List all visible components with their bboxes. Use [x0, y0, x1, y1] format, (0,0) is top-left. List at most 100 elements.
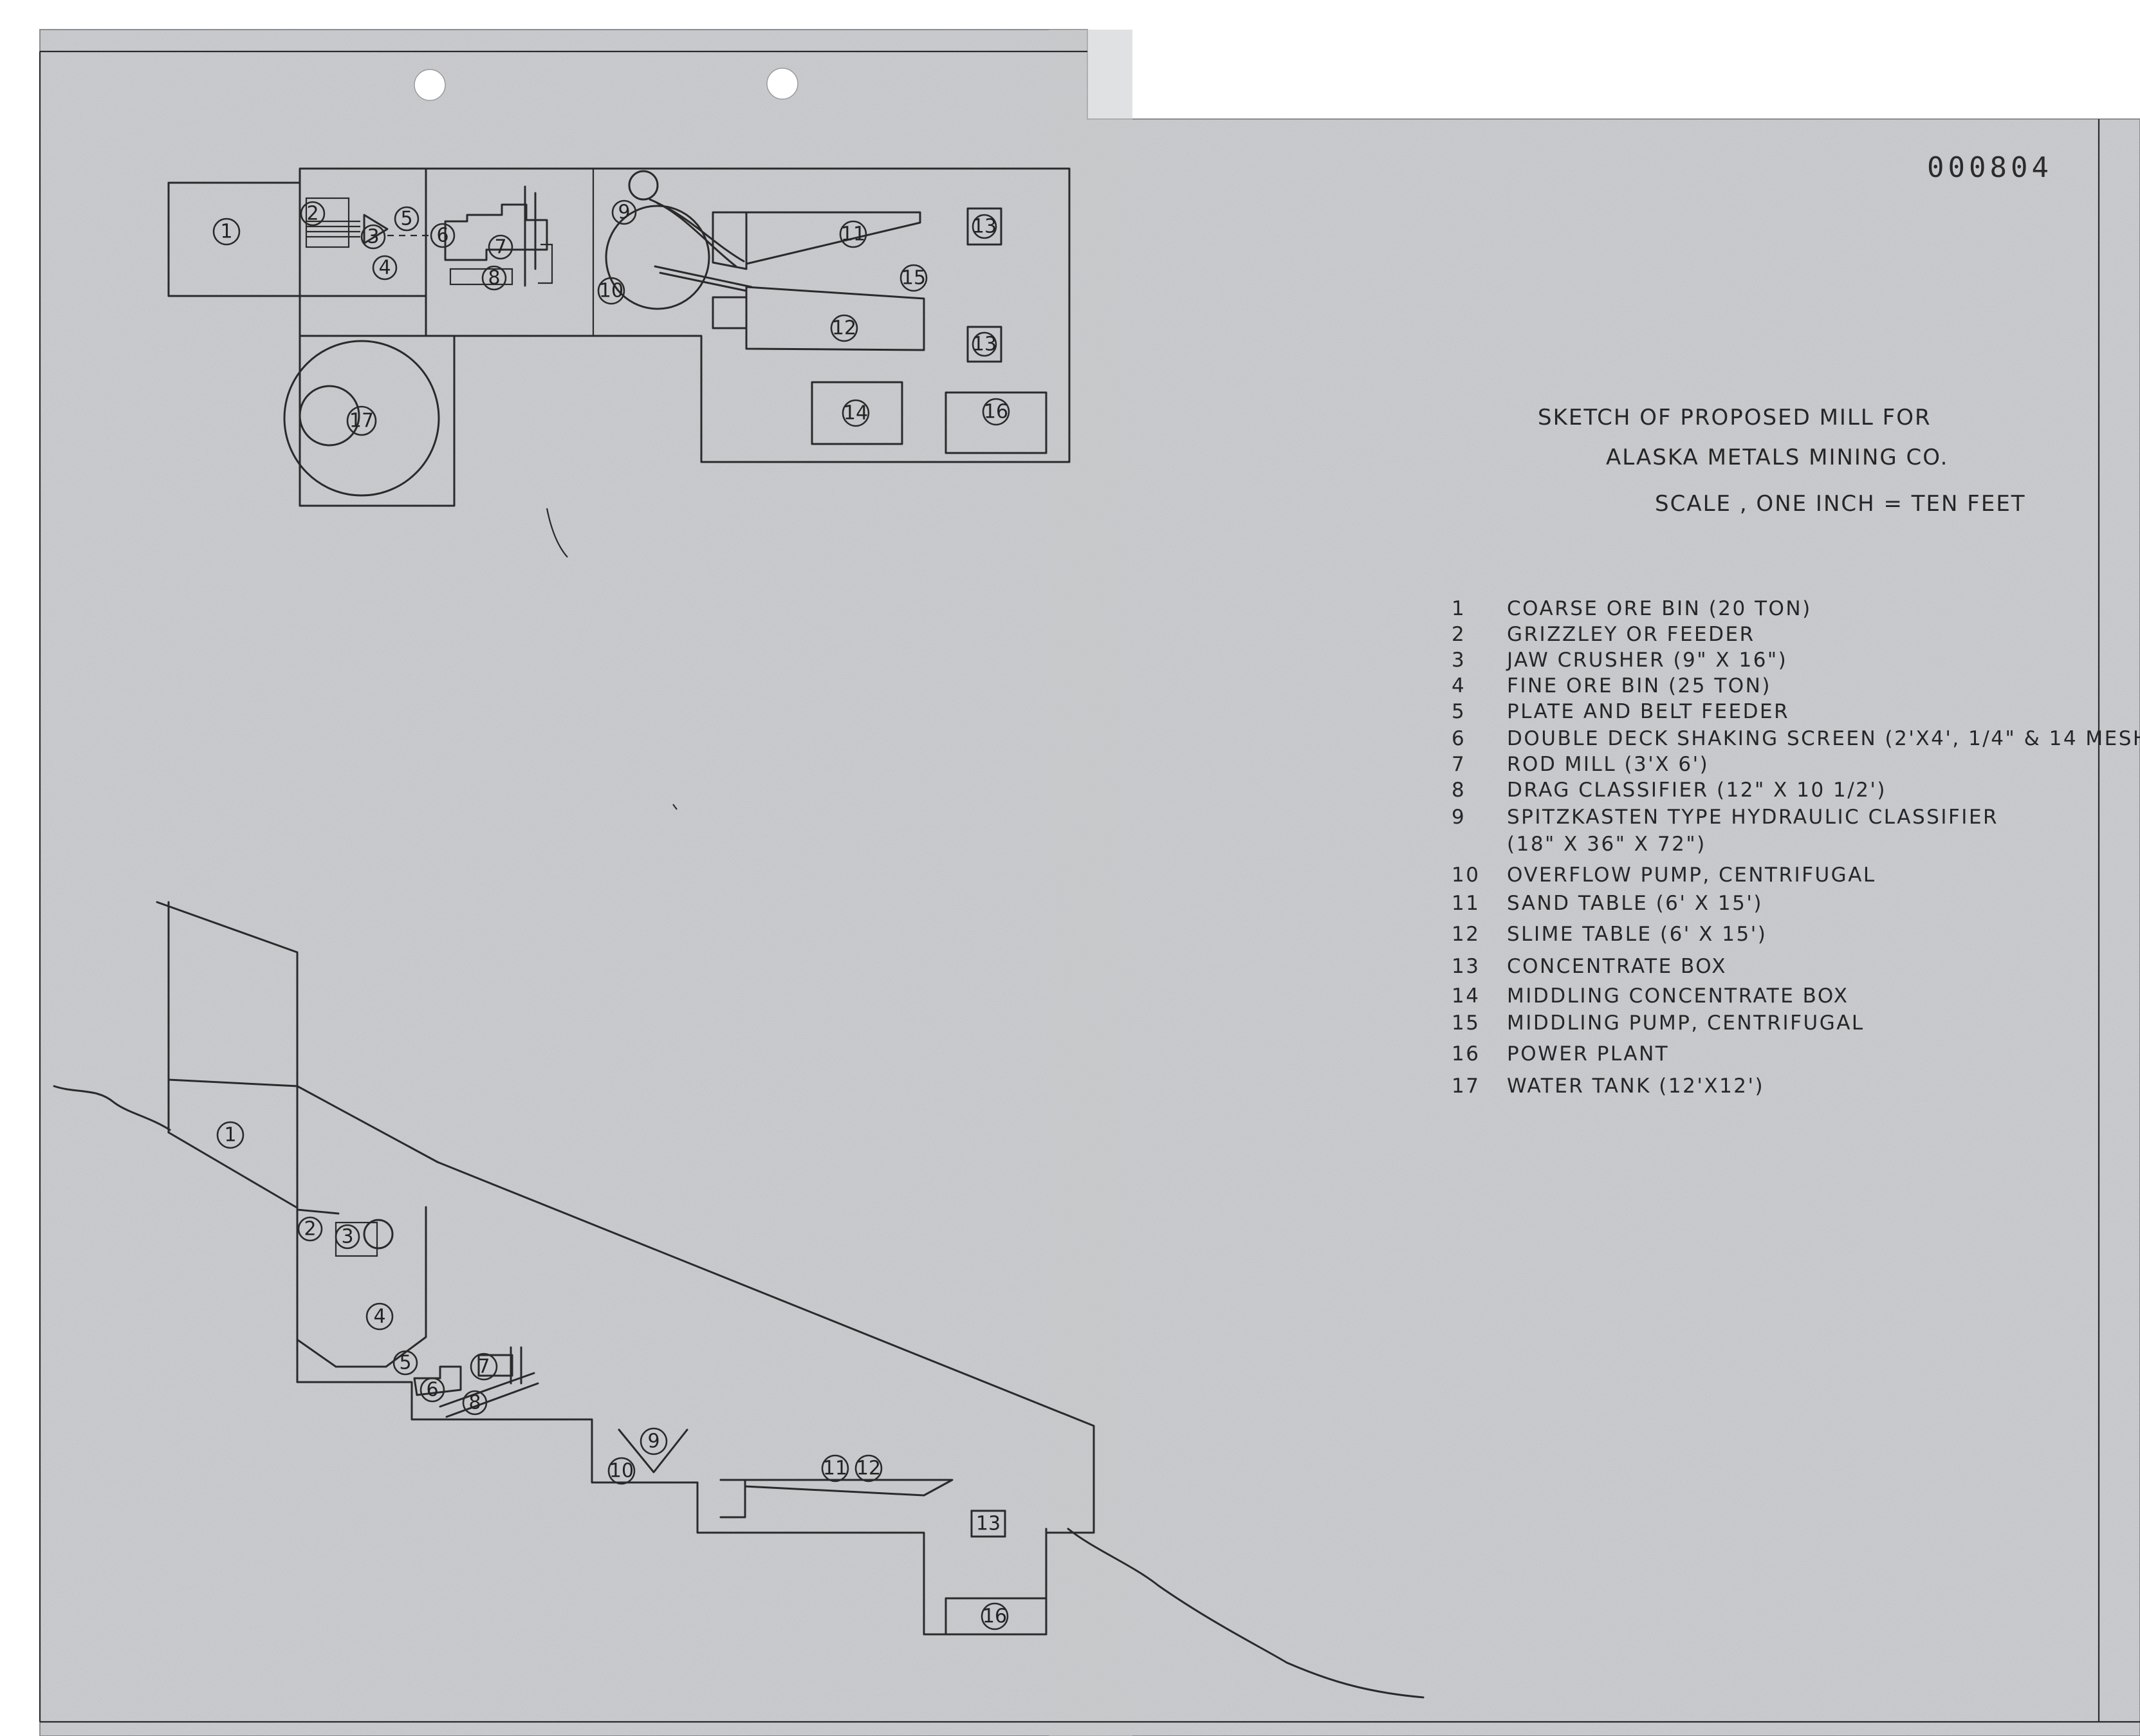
legend-number: 11 [1452, 892, 1480, 915]
legend-description: GRIZZLEY OR FEEDER [1507, 623, 1755, 646]
plan-callout-5: 5 [394, 206, 420, 232]
svg-text:7: 7 [494, 236, 506, 259]
plan-callout-17: 17 [346, 405, 377, 436]
legend-number: 9 [1452, 806, 1466, 829]
legend-description: OVERFLOW PUMP, CENTRIFUGAL [1507, 863, 1876, 887]
svg-text:5: 5 [399, 1352, 411, 1374]
legend-description: POWER PLANT [1507, 1042, 1669, 1066]
stray-mark [546, 508, 568, 558]
svg-text:16: 16 [984, 401, 1008, 423]
svg-text:4: 4 [373, 1306, 385, 1328]
svg-text:8: 8 [488, 267, 500, 290]
title-line-3: SCALE , ONE INCH = TEN FEET [1655, 491, 2026, 517]
legend-number: 14 [1452, 984, 1480, 1008]
legend-description: SLIME TABLE (6' X 15') [1507, 923, 1767, 946]
center-fold [1049, 30, 1132, 1736]
plan-callout-11: 11 [839, 220, 867, 248]
elev-callout-5: 5 [392, 1350, 418, 1376]
svg-text:2: 2 [304, 1218, 316, 1241]
legend-number: 13 [1452, 955, 1480, 978]
legend-number: 17 [1452, 1075, 1480, 1098]
plan-callout-8: 8 [481, 265, 507, 291]
plan-callout-13a: 13 [972, 214, 997, 239]
svg-text:10: 10 [599, 280, 623, 302]
svg-text:9: 9 [618, 201, 630, 224]
svg-text:1: 1 [220, 221, 232, 243]
svg-text:16: 16 [982, 1605, 1007, 1628]
plan-callout-7: 7 [488, 234, 513, 260]
legend-number: 6 [1452, 727, 1466, 750]
svg-text:7: 7 [477, 1356, 490, 1378]
svg-text:9: 9 [647, 1430, 660, 1453]
elev-callout-4: 4 [365, 1302, 394, 1331]
punch-hole-right [766, 68, 798, 100]
legend-number: 7 [1452, 753, 1466, 776]
legend-number: 5 [1452, 700, 1466, 723]
punch-hole-left [414, 69, 446, 101]
svg-text:17: 17 [349, 410, 374, 432]
elev-callout-9: 9 [640, 1427, 668, 1455]
plan-callout-9: 9 [611, 199, 637, 225]
svg-text:4: 4 [378, 257, 391, 279]
legend-description: SAND TABLE (6' X 15') [1507, 892, 1763, 915]
svg-text:12: 12 [856, 1457, 881, 1480]
elev-callout-2: 2 [297, 1216, 323, 1242]
legend-description: DOUBLE DECK SHAKING SCREEN (2'X4', 1/4" … [1507, 727, 2140, 750]
legend-description-continued: (18" X 36" X 72") [1507, 833, 1706, 856]
plan-callout-14: 14 [842, 399, 870, 427]
plan-callout-3: 3 [360, 224, 386, 250]
legend-description: MIDDLING PUMP, CENTRIFUGAL [1507, 1011, 1865, 1035]
svg-text:8: 8 [468, 1392, 481, 1414]
elev-callout-13: 13 [970, 1510, 1006, 1538]
svg-text:11: 11 [823, 1457, 847, 1480]
plan-view [167, 167, 1071, 507]
legend-description: PLATE AND BELT FEEDER [1507, 700, 1789, 723]
legend-description: SPITZKASTEN TYPE HYDRAULIC CLASSIFIER [1507, 806, 1998, 829]
svg-text:2: 2 [306, 203, 318, 225]
legend: 1 COARSE ORE BIN (20 TON) 2 GRIZZLEY OR FEE… [1452, 597, 2140, 1098]
legend-number: 3 [1452, 649, 1466, 672]
svg-text:13: 13 [972, 333, 997, 356]
svg-text:3: 3 [341, 1226, 353, 1248]
legend-number: 1 [1452, 597, 1466, 620]
legend-description: FINE ORE BIN (25 TON) [1507, 674, 1771, 697]
plan-callout-12: 12 [830, 314, 858, 342]
legend-number: 2 [1452, 623, 1466, 646]
legend-number: 4 [1452, 674, 1466, 697]
legend-description: COARSE ORE BIN (20 TON) [1507, 597, 1812, 620]
elev-callout-10: 10 [607, 1457, 636, 1485]
legend-description: ROD MILL (3'X 6') [1507, 753, 1709, 776]
svg-text:6: 6 [426, 1379, 438, 1401]
legend-description: DRAG CLASSIFIER (12" X 10 1/2') [1507, 779, 1886, 802]
elev-callout-12: 12 [854, 1454, 883, 1482]
title-block: SKETCH OF PROPOSED MILL FOR ALASKA METAL… [1538, 405, 2026, 517]
legend-description: MIDDLING CONCENTRATE BOX [1507, 984, 1849, 1008]
svg-text:3: 3 [367, 226, 379, 248]
legend-number: 16 [1452, 1042, 1480, 1066]
elev-callout-8: 8 [462, 1390, 488, 1416]
plan-callout-13b: 13 [972, 331, 997, 357]
legend-description: JAW CRUSHER (9" X 16") [1506, 649, 1787, 672]
document-number: 000804 [1927, 151, 2052, 184]
plan-callout-1: 1 [212, 217, 241, 246]
elev-callout-11: 11 [821, 1454, 849, 1482]
svg-text:14: 14 [844, 402, 868, 425]
svg-text:13: 13 [976, 1513, 1001, 1535]
svg-text:15: 15 [901, 267, 926, 290]
svg-text:13: 13 [972, 216, 997, 238]
plan-callout-16: 16 [982, 398, 1010, 426]
legend-number: 8 [1452, 779, 1466, 802]
svg-text:12: 12 [832, 317, 856, 340]
svg-text:6: 6 [436, 225, 448, 247]
elev-callout-6: 6 [420, 1377, 445, 1403]
elev-callout-7: 7 [470, 1353, 498, 1381]
plan-callout-10: 10 [597, 277, 625, 305]
title-line-1: SKETCH OF PROPOSED MILL FOR [1538, 405, 1932, 430]
elev-callout-16: 16 [981, 1602, 1009, 1630]
svg-text:1: 1 [224, 1124, 236, 1147]
plan-callout-6: 6 [430, 223, 456, 248]
legend-number: 12 [1452, 923, 1480, 946]
svg-text:11: 11 [841, 223, 865, 246]
legend-number: 10 [1452, 863, 1480, 887]
